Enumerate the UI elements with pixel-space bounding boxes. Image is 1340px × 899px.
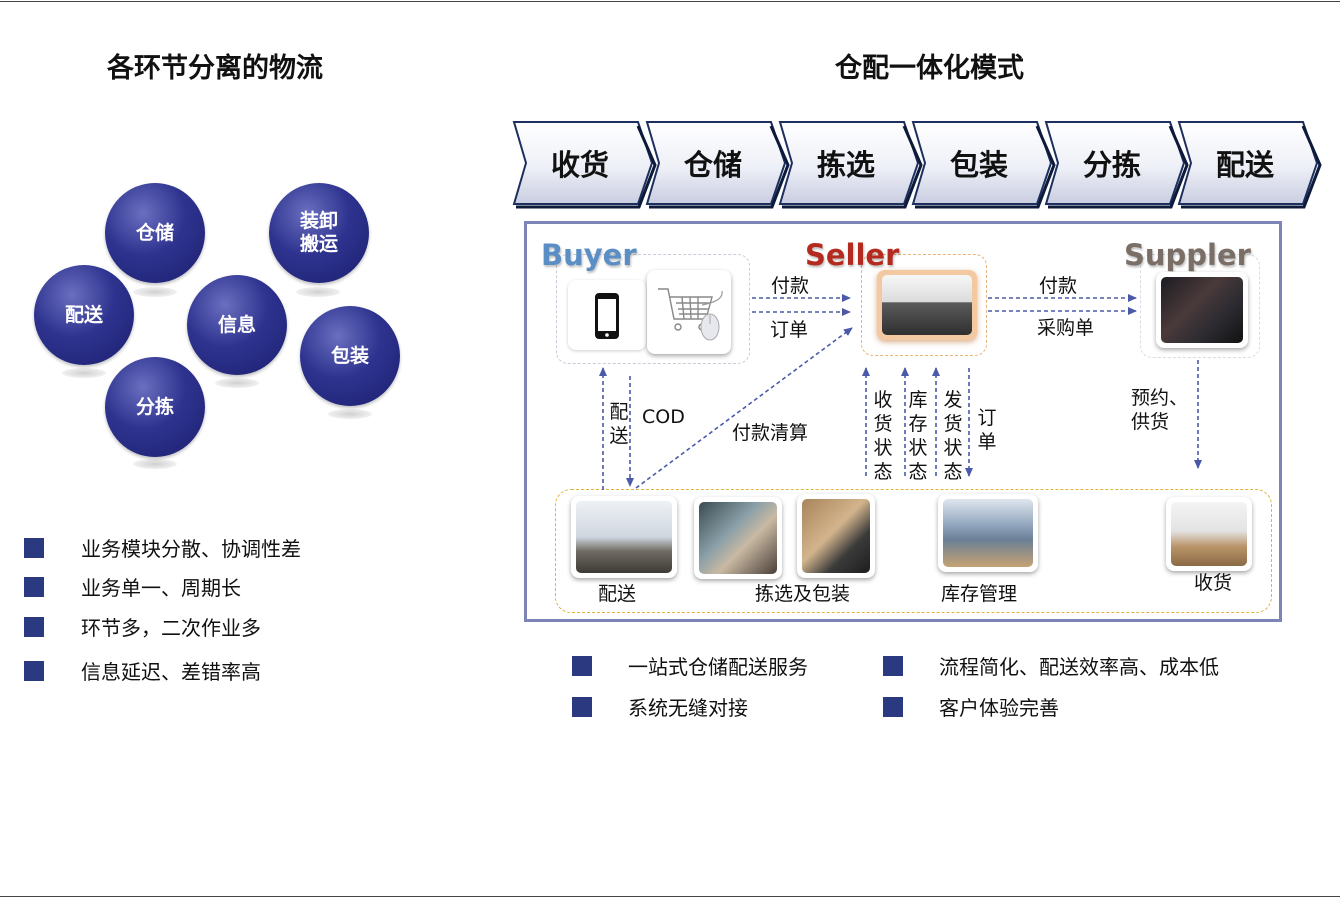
ball-delivery: 配送 [34, 265, 134, 365]
left-title: 各环节分离的物流 [107, 53, 323, 84]
left-bullet-text: 业务模块分散、协调性差 [81, 537, 301, 561]
flow-purchase-order: 采购单 [1037, 317, 1095, 339]
warehouse-pickpack-label: 拣选及包装 [755, 583, 851, 605]
buyer-box [556, 254, 750, 364]
ball-handling: 装卸 搬运 [269, 183, 369, 283]
bullet-square-icon [24, 576, 44, 597]
flow-settlement: 付款清算 [732, 422, 809, 444]
chevron-shape [645, 121, 787, 205]
bottom-rule [0, 896, 1340, 897]
ball-storage: 仓储 [105, 183, 205, 283]
supplier-warehouse-photo [1156, 272, 1248, 348]
flow-stock-status: 库存状态 [908, 389, 928, 483]
right-bullet: 流程简化、配送效率高、成本低 [883, 651, 1219, 680]
receiving-photo [1166, 497, 1252, 571]
bullet-square-icon [572, 696, 592, 717]
flow-reserve-supply: 预约、 供货 [1131, 387, 1189, 433]
right-bullet-text: 流程简化、配送效率高、成本低 [939, 655, 1219, 679]
seller-call-center-photo [877, 270, 977, 340]
left-bullet: 业务模块分散、协调性差 [24, 533, 301, 562]
right-bullet: 系统无缝对接 [572, 692, 748, 721]
supplier-label: Suppler [1124, 238, 1251, 272]
ball-shadow [328, 409, 372, 419]
step-sorting: 分拣 [1082, 148, 1141, 182]
bullet-square-icon [24, 537, 44, 558]
chevron-shape [778, 121, 920, 205]
warehouse-box [555, 489, 1272, 613]
flow-receive-status: 收货状态 [873, 389, 893, 483]
ball-shadow [133, 459, 177, 469]
flow-ship-status: 发货状态 [943, 389, 963, 483]
packing-photo [797, 494, 875, 578]
left-bullet-text: 信息延迟、差错率高 [81, 660, 261, 684]
warehouse-receiving-label: 收货 [1194, 572, 1233, 594]
smartphone-icon [595, 293, 619, 339]
inventory-photo [938, 494, 1038, 572]
bullet-square-icon [883, 655, 903, 676]
flow-delivery-vertical: 配送 [609, 401, 629, 447]
left-bullet: 环节多，二次作业多 [24, 612, 261, 641]
ball-packaging: 包装 [300, 306, 400, 406]
shopping-cart-tile [647, 270, 731, 354]
right-bullet: 一站式仓储配送服务 [572, 651, 808, 680]
ball-shadow [215, 378, 259, 388]
ball-information: 信息 [187, 275, 287, 375]
ball-sorting: 分拣 [105, 357, 205, 457]
seller-box [861, 254, 987, 356]
chevron-shape [1044, 121, 1186, 205]
top-rule [0, 1, 1340, 2]
integrated-model-frame [524, 221, 1282, 622]
smartphone-tile [568, 280, 646, 350]
flow-pay-top: 付款 [771, 275, 810, 297]
buyer-label: Buyer [541, 238, 637, 272]
delivery-photo [571, 496, 677, 578]
flow-pay-supplier: 付款 [1039, 275, 1078, 297]
right-bullet-text: 客户体验完善 [939, 696, 1059, 720]
computer-mouse-icon [700, 290, 723, 341]
flow-cod: COD [642, 406, 685, 428]
right-bullet-text: 系统无缝对接 [628, 696, 748, 720]
warehouse-inventory-label: 库存管理 [941, 583, 1018, 605]
bullet-square-icon [883, 696, 903, 717]
flow-order-vertical: 订单 [977, 407, 997, 453]
step-delivery: 配送 [1215, 148, 1274, 182]
warehouse-delivery-label: 配送 [598, 583, 637, 605]
right-bullet: 客户体验完善 [883, 692, 1059, 721]
flow-order-top: 订单 [770, 319, 809, 341]
bullet-square-icon [24, 660, 44, 681]
step-receiving: 收货 [550, 148, 609, 182]
chevron-shadow [1181, 125, 1322, 209]
seller-label: Seller [805, 238, 900, 272]
chevron-shadow [782, 125, 923, 209]
bullet-square-icon [24, 616, 44, 637]
chevron-shape [512, 121, 654, 205]
left-bullet-text: 环节多，二次作业多 [81, 616, 261, 640]
left-bullet: 业务单一、周期长 [24, 572, 241, 601]
right-title: 仓配一体化模式 [835, 53, 1024, 84]
supplier-box [1140, 254, 1260, 358]
step-storage: 仓储 [683, 148, 742, 182]
left-bullet-text: 业务单一、周期长 [81, 576, 241, 600]
chevron-shadow [915, 125, 1056, 209]
chevron-shadow [649, 125, 790, 209]
ball-shadow [133, 287, 177, 297]
chevron-shadow [516, 125, 657, 209]
ball-shadow [62, 368, 106, 378]
chevron-shadow [1048, 125, 1189, 209]
step-packaging: 包装 [949, 148, 1008, 182]
picking-photo [694, 497, 782, 579]
shopping-cart-icon [658, 288, 723, 341]
chevron-shape [911, 121, 1053, 205]
right-bullet-text: 一站式仓储配送服务 [628, 655, 808, 679]
left-bullet: 信息延迟、差错率高 [24, 656, 261, 685]
chevron-shape [1177, 121, 1319, 205]
step-picking: 拣选 [816, 148, 875, 182]
ball-shadow [296, 287, 340, 297]
bullet-square-icon [572, 655, 592, 676]
